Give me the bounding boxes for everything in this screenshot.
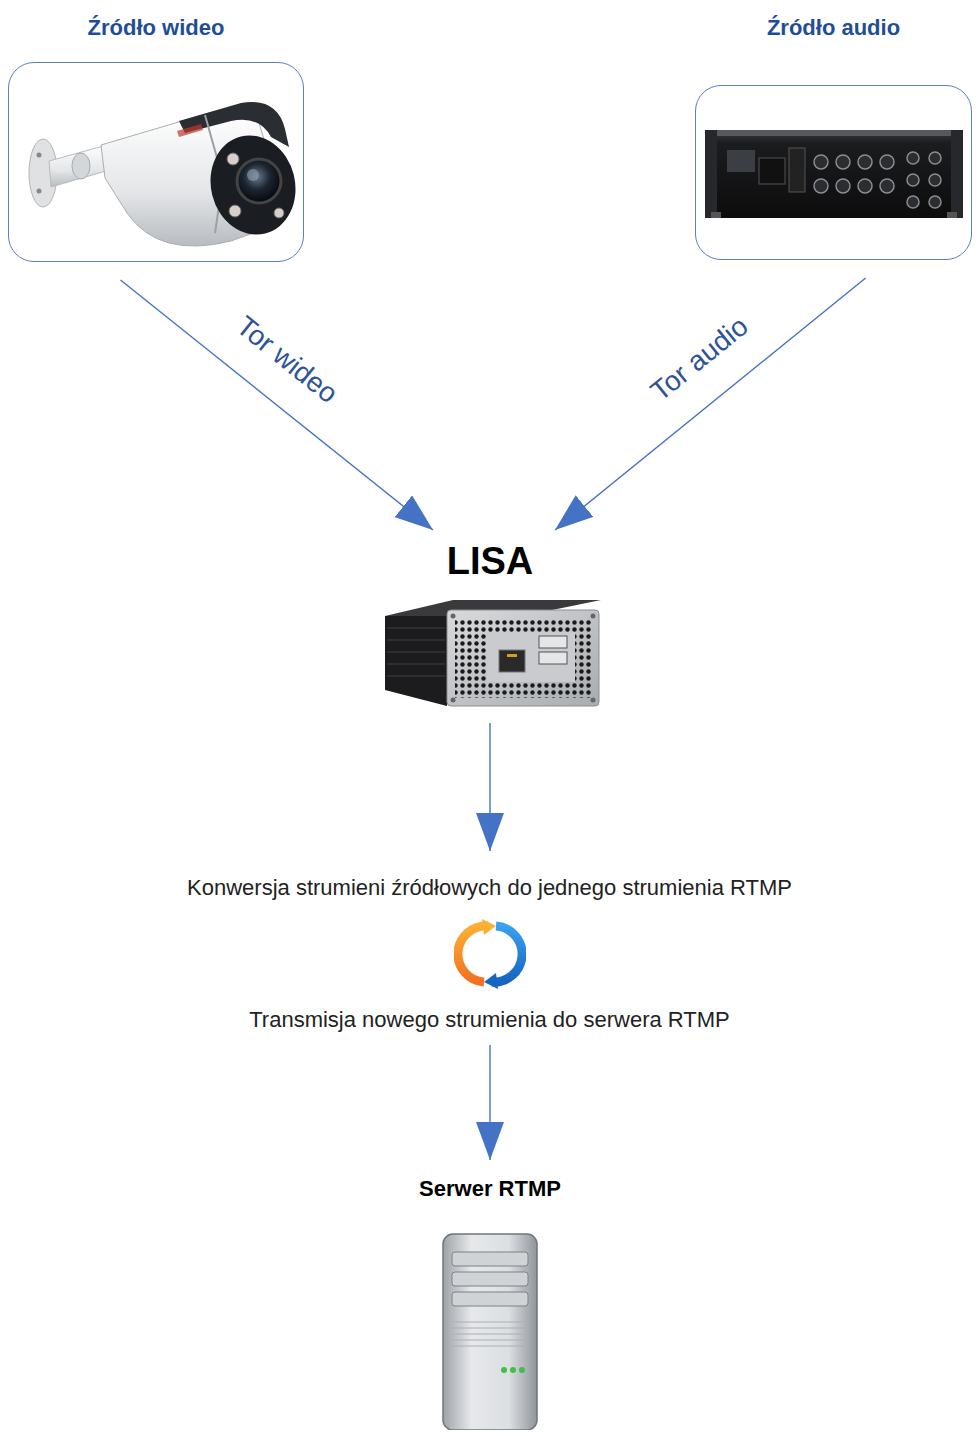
illustration-part bbox=[929, 174, 941, 186]
button-column bbox=[789, 148, 805, 192]
illustration-part bbox=[858, 179, 872, 193]
image-holder bbox=[375, 584, 605, 708]
camera-illustration bbox=[9, 63, 303, 261]
screw bbox=[451, 698, 456, 703]
illustration-part bbox=[452, 1322, 528, 1323]
ethernet-port bbox=[499, 650, 525, 672]
server-node: Serwer RTMP bbox=[380, 1174, 600, 1430]
status-led bbox=[510, 1367, 516, 1373]
node-heading: LISA bbox=[375, 538, 605, 584]
vent-lines bbox=[452, 1322, 528, 1346]
step-caption: Konwersja strumieni źródłowych do jedneg… bbox=[0, 873, 979, 903]
rack-ear bbox=[951, 130, 963, 218]
rack-ear bbox=[705, 130, 717, 218]
server-illustration bbox=[380, 1230, 600, 1430]
illustration-part bbox=[814, 179, 828, 193]
server-case bbox=[443, 1234, 537, 1430]
screw bbox=[37, 153, 42, 158]
illustration-part bbox=[387, 663, 445, 665]
illustration-part bbox=[814, 155, 828, 169]
illustration-part bbox=[452, 1340, 528, 1341]
port-area bbox=[487, 632, 575, 682]
status-led bbox=[519, 1367, 525, 1373]
connector bbox=[555, 278, 866, 530]
sync-arc bbox=[492, 926, 522, 982]
ir-led bbox=[274, 208, 284, 218]
camera-front bbox=[200, 126, 303, 243]
side-ribs bbox=[387, 628, 445, 676]
illustration-part bbox=[858, 155, 872, 169]
drive-bay bbox=[452, 1252, 528, 1266]
logo-mark bbox=[177, 124, 203, 137]
vent-holes bbox=[455, 618, 591, 698]
illustration-part bbox=[836, 155, 850, 169]
top-edge bbox=[717, 130, 951, 136]
device-side bbox=[385, 616, 447, 706]
screw bbox=[591, 614, 596, 619]
illustration-part bbox=[452, 1328, 528, 1329]
sync-arrow bbox=[484, 973, 498, 989]
screw bbox=[591, 698, 596, 703]
connector-line bbox=[489, 1045, 490, 1160]
drive-bay bbox=[452, 1272, 528, 1286]
step-caption: Transmisja nowego strumienia do serwera … bbox=[0, 1005, 979, 1035]
screw bbox=[451, 614, 456, 619]
illustration-part bbox=[907, 152, 919, 164]
usb-port bbox=[539, 652, 567, 664]
foot bbox=[947, 212, 957, 218]
image-frame bbox=[695, 85, 972, 260]
edge-label: Tor audio bbox=[642, 307, 757, 410]
illustration-part bbox=[387, 675, 445, 677]
connector-line bbox=[555, 278, 866, 530]
sync-icon bbox=[454, 918, 526, 990]
amplifier-illustration bbox=[697, 86, 971, 259]
illustration-part bbox=[929, 152, 941, 164]
connector-line bbox=[120, 280, 433, 530]
node-heading: Źródło wideo bbox=[8, 13, 304, 43]
node-heading: Serwer RTMP bbox=[380, 1174, 600, 1204]
foot bbox=[711, 212, 721, 218]
illustration-part bbox=[387, 651, 445, 653]
ir-led bbox=[227, 153, 239, 165]
edge-label: Tor wideo bbox=[228, 307, 347, 412]
mount-joint bbox=[72, 153, 90, 179]
illustration-part bbox=[836, 179, 850, 193]
illustration-part bbox=[907, 174, 919, 186]
illustration-part bbox=[880, 155, 894, 169]
usb-port bbox=[539, 636, 567, 648]
illustration-part bbox=[452, 1346, 528, 1347]
illustration-part bbox=[387, 627, 445, 629]
node-heading: Źródło audio bbox=[695, 13, 972, 43]
lens-glare bbox=[247, 169, 259, 181]
panel-badge bbox=[727, 150, 755, 172]
camera-lens bbox=[237, 159, 281, 203]
drive-bay bbox=[452, 1292, 528, 1306]
port-led bbox=[507, 654, 517, 657]
source-box: Źródło audio bbox=[695, 13, 972, 260]
image-frame bbox=[8, 62, 304, 262]
lisa-device-illustration bbox=[375, 584, 605, 708]
status-led bbox=[501, 1367, 507, 1373]
source-box: Źródło wideo bbox=[8, 13, 304, 262]
screw bbox=[37, 189, 42, 194]
sync-arrow bbox=[482, 919, 496, 935]
display bbox=[759, 158, 785, 184]
device-node: LISA bbox=[375, 538, 605, 708]
image-holder bbox=[380, 1230, 600, 1430]
knob-row bbox=[814, 152, 941, 208]
connector bbox=[490, 723, 491, 1160]
ir-led bbox=[229, 205, 241, 217]
front-plate bbox=[447, 610, 599, 706]
illustration-part bbox=[880, 179, 894, 193]
amplifier-front bbox=[705, 130, 963, 218]
illustration-part bbox=[929, 196, 941, 208]
sync-arc bbox=[458, 926, 488, 982]
illustration-part bbox=[387, 639, 445, 641]
connector bbox=[120, 280, 433, 530]
illustration-part bbox=[907, 196, 919, 208]
illustration-part bbox=[452, 1334, 528, 1335]
connector-line bbox=[489, 723, 490, 851]
